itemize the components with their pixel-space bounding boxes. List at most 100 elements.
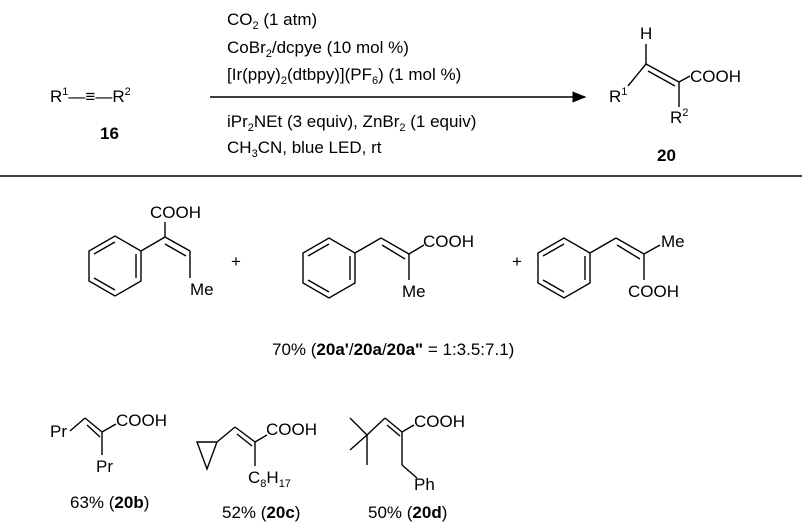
compound-20d-cooh: COOH	[414, 412, 465, 432]
text-segment: R	[112, 87, 125, 106]
text-segment: 8	[260, 478, 267, 490]
condition-co2: CO2 (1 atm)	[227, 10, 318, 32]
plus-sign-1: +	[231, 252, 241, 271]
compound-20b-pr-label-1: Pr	[50, 422, 67, 442]
text-segment: H	[640, 24, 653, 43]
compound-20d-yield: 50% (20d)	[368, 503, 447, 523]
isomer-20a-prime-cooh: COOH	[150, 203, 201, 223]
text-segment: /	[348, 340, 354, 359]
text-segment: 50% (	[368, 503, 413, 522]
text-segment: 2	[682, 107, 689, 119]
text-segment: )	[143, 493, 150, 512]
isomer-20a-prime-skeleton	[88, 222, 191, 297]
isomer-20a-prime-me: Me	[190, 280, 214, 300]
text-segment: 2	[399, 122, 406, 134]
text-segment: COOH	[116, 411, 167, 430]
text-segment: COOH	[628, 282, 679, 301]
text-segment: /dcpye (10 mol %)	[271, 38, 409, 57]
isomer-20a-skeleton	[302, 237, 425, 299]
product-r1-label: R1	[609, 87, 627, 107]
text-segment: COOH	[423, 232, 474, 251]
text-segment: 2	[280, 75, 287, 87]
text-segment: Pr	[50, 422, 67, 441]
isomer-20a-double-prime-skeleton	[537, 237, 661, 299]
isomer-20a-double-prime-me: Me	[661, 232, 685, 252]
text-segment: 2	[124, 86, 131, 98]
text-segment: 52% (	[222, 503, 267, 522]
text-segment: /	[381, 340, 387, 359]
condition-solvent: CH3CN, blue LED, rt	[227, 138, 382, 160]
text-segment: )	[441, 503, 448, 522]
text-segment: NEt (3 equiv), ZnBr	[253, 112, 400, 131]
text-segment: COOH	[266, 420, 317, 439]
text-segment: CH	[227, 138, 252, 157]
text-segment: iPr	[227, 112, 248, 131]
text-segment: 17	[278, 478, 291, 490]
compound-20c-cooh: COOH	[266, 420, 317, 440]
text-segment: (1 atm)	[258, 10, 318, 29]
product-skeleton	[627, 44, 691, 107]
product-h-label: H	[640, 24, 652, 44]
text-segment: R	[50, 87, 63, 106]
text-segment: 2	[247, 122, 254, 134]
compound-20c-chain: C8H17	[248, 468, 291, 490]
text-segment: 6	[372, 75, 379, 87]
text-segment: = 1:3.5:7.1)	[423, 340, 515, 359]
text-segment: C	[248, 468, 261, 487]
text-segment: R	[670, 108, 683, 127]
isomer-20a-me: Me	[402, 282, 426, 302]
compound-20b-cooh: COOH	[116, 411, 167, 431]
text-segment: 20d	[412, 503, 442, 522]
text-segment: COOH	[150, 203, 201, 222]
product-r2-label: R2	[670, 108, 688, 128]
reactant-number: 16	[100, 124, 119, 143]
text-segment: 20c	[266, 503, 295, 522]
condition-additives: iPr2NEt (3 equiv), ZnBr2 (1 equiv)	[227, 112, 477, 134]
text-segment: Me	[190, 280, 214, 299]
text-segment: ) (1 mol %)	[378, 65, 462, 84]
text-segment: Me	[402, 282, 426, 301]
text-segment: 1	[621, 86, 628, 98]
compound-20b-skeleton	[69, 417, 117, 455]
text-segment: 3	[251, 148, 258, 160]
text-segment: (1 equiv)	[405, 112, 477, 131]
text-segment: 70% (	[272, 340, 317, 359]
text-segment: —≡—	[68, 87, 113, 106]
text-segment: COOH	[414, 412, 465, 431]
text-segment: CoBr	[227, 38, 266, 57]
isomer-20a-double-prime-cooh: COOH	[628, 282, 679, 302]
text-segment: Pr	[96, 457, 113, 476]
compound-20b-yield: 63% (20b)	[70, 493, 149, 513]
condition-catalyst: CoBr2/dcpye (10 mol %)	[227, 38, 409, 60]
text-segment: 63% (	[70, 493, 115, 512]
plus-sign-2: +	[512, 252, 522, 271]
text-segment: [Ir(ppy)	[227, 65, 281, 84]
text-segment: CN, blue LED, rt	[257, 138, 382, 157]
text-segment: 1	[62, 86, 69, 98]
condition-photocatalyst: [Ir(ppy)2(dtbpy)](PF6) (1 mol %)	[227, 65, 462, 87]
text-segment: 20a'	[316, 340, 349, 359]
text-segment: H	[266, 468, 279, 487]
text-segment: 2	[252, 20, 259, 32]
text-segment: 20a"	[386, 340, 424, 359]
compound-20c-yield: 52% (20c)	[222, 503, 300, 523]
compound-20d-skeleton	[349, 417, 418, 479]
compound-20d-ph: Ph	[414, 475, 435, 495]
compound-20b-pr-label-2: Pr	[96, 457, 113, 477]
product-number: 20	[657, 146, 676, 165]
reactant-alkyne: R1—≡—R2	[50, 87, 131, 107]
compound-20c-skeleton	[195, 426, 268, 472]
text-segment: Ph	[414, 475, 435, 494]
text-segment: 2	[265, 48, 272, 60]
text-segment: 20b	[114, 493, 144, 512]
isomer-20a-cooh: COOH	[423, 232, 474, 252]
text-segment: R	[609, 87, 622, 106]
text-segment: Me	[661, 232, 685, 251]
text-segment: CO	[227, 10, 253, 29]
text-segment: )	[294, 503, 301, 522]
text-segment: 20a	[353, 340, 382, 359]
isomer-yield-ratio: 70% (20a'/20a/20a" = 1:3.5:7.1)	[272, 340, 514, 360]
product-cooh-label: COOH	[690, 67, 741, 87]
